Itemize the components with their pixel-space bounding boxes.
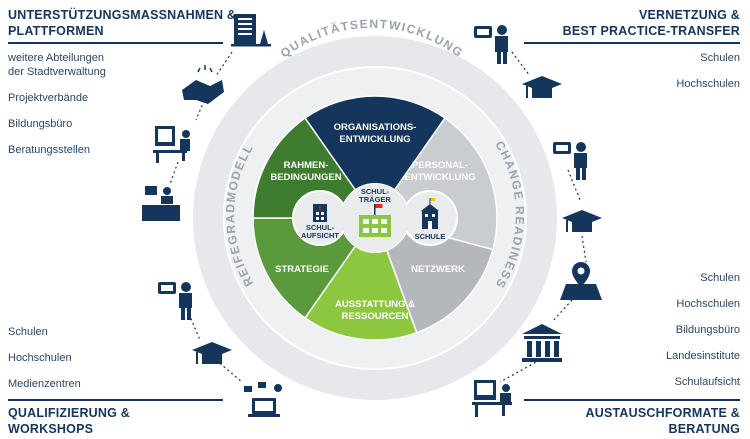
graduation-cap-icon — [192, 342, 232, 364]
segment-label-netzwerk: NETZWERK — [411, 264, 465, 275]
map-pin-icon — [560, 262, 602, 300]
list-item: Landesinstitute — [666, 350, 740, 362]
hub-center-label: SCHUL-TRÄGER — [359, 187, 391, 204]
segment-rahmen — [252, 117, 377, 219]
presenter-icon — [158, 282, 192, 320]
list-item: Hochschulen — [676, 78, 740, 90]
list-item: Schulen — [700, 52, 740, 64]
segment-label-personal: PERSONAL-ENTWICKLUNG — [404, 160, 475, 183]
svg-text:§: § — [319, 205, 322, 212]
school-building-icon — [359, 204, 391, 237]
top-right-title-line1: VERNETZUNG & — [638, 8, 740, 22]
list-item: Bildungsbüro — [675, 324, 740, 336]
office-building-icon — [231, 14, 271, 47]
media-laptop-icon — [244, 382, 282, 417]
presenter-icon — [474, 25, 508, 64]
top-right-rule — [524, 42, 740, 44]
top-left-title: UNTERSTÜTZUNGSMASSNAHMEN & PLATTFORMEN — [8, 7, 236, 39]
bottom-right-title-line2: BERATUNG — [668, 422, 740, 436]
top-left-title-line2: PLATTFORMEN — [8, 24, 104, 38]
graduation-cap-icon — [562, 210, 602, 232]
list-item: weitere Abteilungen — [8, 52, 105, 64]
segment-label-rahmen: RAHMEN-BEDINGUNGEN — [270, 160, 341, 183]
graduation-cap-icon — [522, 76, 562, 98]
school-icon — [421, 198, 439, 229]
presenter-icon — [553, 142, 587, 180]
list-item: Schulen — [700, 272, 740, 284]
bottom-left-title: QUALIFIZIERUNG & WORKSHOPS — [8, 405, 130, 437]
list-item: Beratungsstellen — [8, 144, 90, 156]
segment-label-organisation: ORGANISATIONS-ENTWICKLUNG — [334, 122, 417, 145]
list-item: Hochschulen — [676, 298, 740, 310]
segment-netzwerk — [373, 216, 494, 334]
segment-label-ausstattung: AUSSTATTUNG &RESSOURCEN — [335, 299, 415, 322]
list-item: Schulen — [8, 326, 48, 338]
top-left-rule — [8, 42, 223, 44]
bottom-left-title-line2: WORKSHOPS — [8, 422, 94, 436]
authority-building-icon: § — [313, 204, 327, 222]
bottom-left-rule — [8, 399, 223, 401]
list-item: Medienzentren — [8, 378, 81, 390]
segment-organisation — [303, 95, 447, 220]
list-item: Schulaufsicht — [674, 376, 740, 388]
list-item: Hochschulen — [8, 352, 72, 364]
segment-label-strategie: STRATEGIE — [275, 264, 329, 275]
bottom-left-title-line1: QUALIFIZIERUNG & — [8, 406, 130, 420]
bottom-right-title-line1: AUSTAUSCHFORMATE & — [585, 406, 740, 420]
desk-worker-icon — [472, 380, 512, 417]
reception-desk-icon — [142, 186, 180, 221]
segment-strategie — [252, 217, 377, 319]
segment-ausstattung — [303, 216, 418, 341]
desk-worker-icon — [153, 126, 190, 163]
top-right-title: VERNETZUNG & BEST PRACTICE-TRANSFER — [563, 7, 740, 39]
bottom-right-rule — [524, 399, 740, 401]
hub-left-label: SCHUL-AUFSICHT — [301, 223, 339, 240]
bottom-right-title: AUSTAUSCHFORMATE & BERATUNG — [585, 405, 740, 437]
top-right-title-line2: BEST PRACTICE-TRANSFER — [562, 24, 740, 38]
hub-right-label: SCHULE — [415, 232, 446, 241]
list-item: Projektverbände — [8, 92, 89, 104]
list-item: der Stadtverwaltung — [8, 66, 106, 78]
top-left-title-line1: UNTERSTÜTZUNGSMASSNAHMEN & — [8, 8, 237, 22]
handshake-icon — [182, 65, 224, 104]
institution-icon — [522, 324, 562, 362]
list-item: Bildungsbüro — [8, 118, 73, 130]
